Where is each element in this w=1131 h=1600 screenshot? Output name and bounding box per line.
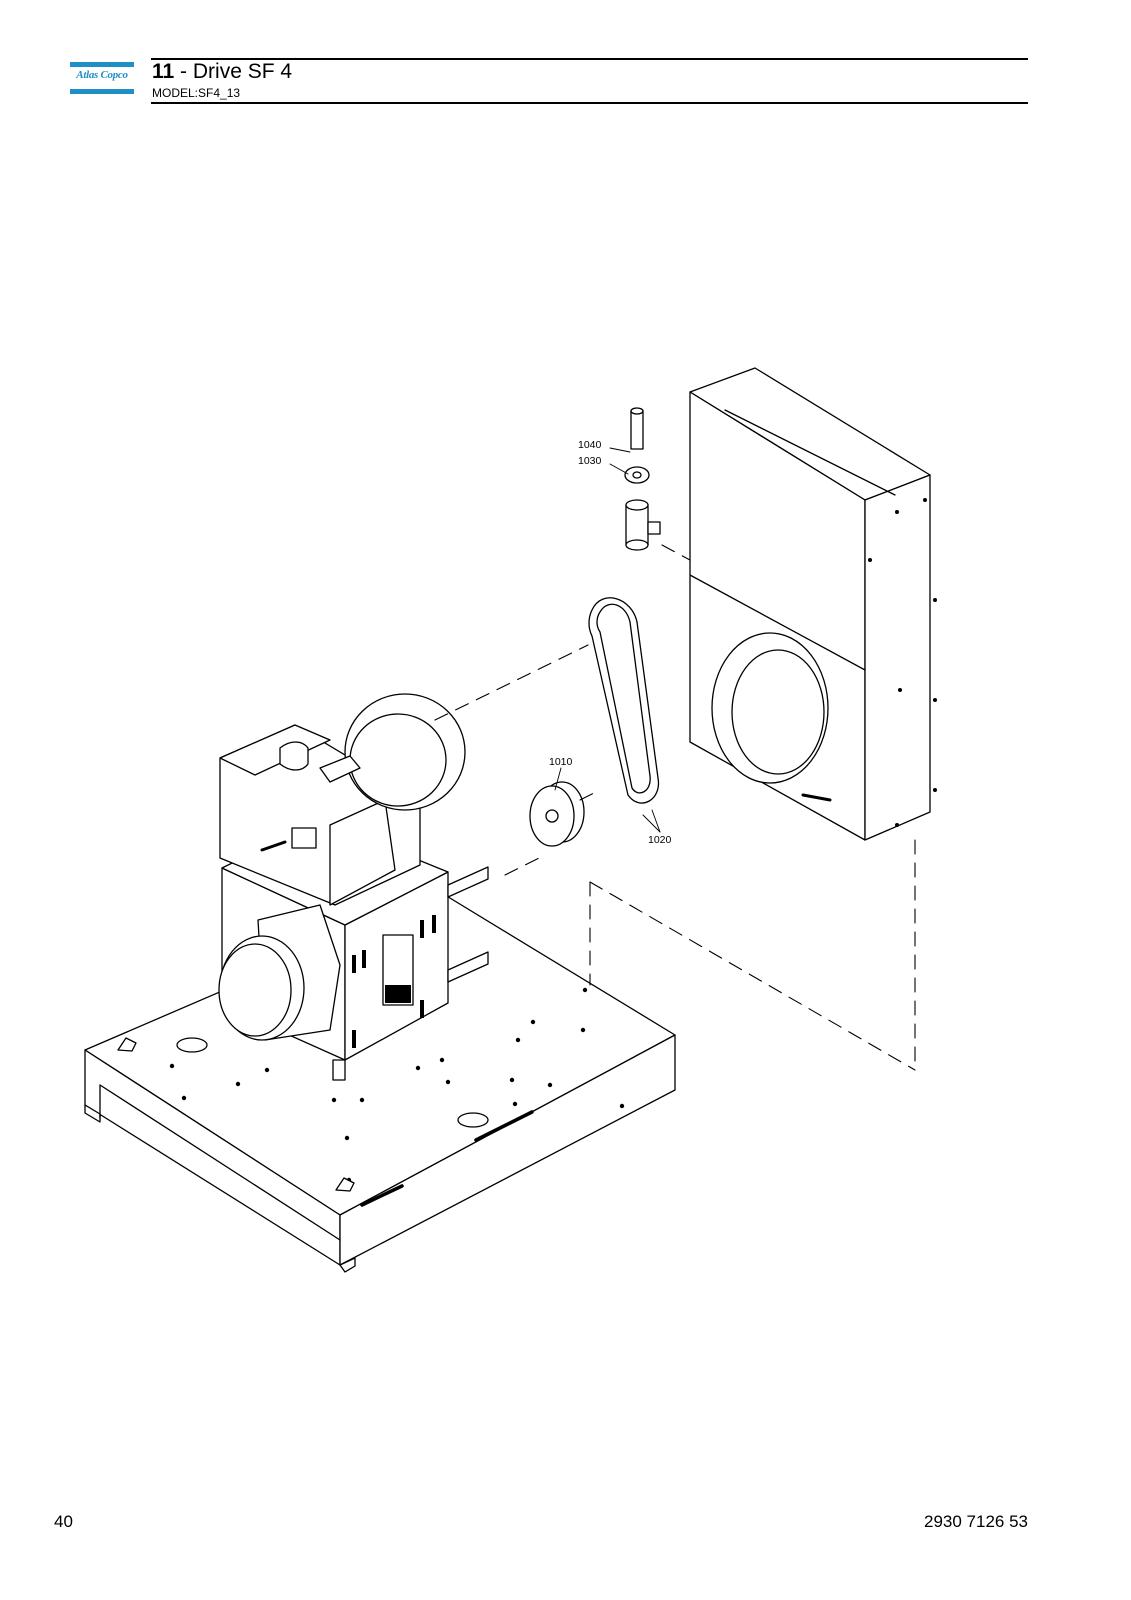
base-slot	[474, 1110, 534, 1142]
base-slot	[360, 1184, 404, 1207]
cooler-fastener-dots	[868, 498, 937, 827]
base-foot-left	[84, 1104, 101, 1123]
assembly-lines	[434, 544, 916, 1071]
support-leg	[332, 1059, 346, 1081]
part-1040-top	[630, 407, 644, 415]
fan-housing-inner	[349, 713, 447, 807]
tee-fitting-body	[625, 504, 649, 546]
tee-fitting-branch	[647, 521, 661, 535]
cooler-label	[801, 793, 832, 802]
drive-pulley	[529, 781, 585, 847]
pulley-bore	[545, 809, 559, 823]
support-side-bracket	[447, 866, 489, 898]
base-front-right-face	[339, 1034, 676, 1266]
v-belt	[588, 597, 660, 804]
callout-1010: 1010	[549, 756, 573, 768]
tee-fitting-bottom	[625, 539, 649, 551]
cooler-enclosure	[689, 367, 937, 841]
page-title: 11 - Drive SF 4	[152, 60, 292, 84]
callout-1020: 1020	[648, 834, 672, 846]
callout-1030: 1030	[578, 455, 602, 467]
logo-bar-bottom	[70, 89, 134, 94]
tee-fitting-top	[625, 499, 649, 511]
compressor-front-cover	[329, 799, 396, 906]
section-number: 11	[152, 60, 175, 83]
base-hole	[457, 1112, 489, 1128]
motor-end-cap	[218, 943, 292, 1037]
document-number: 2930 7126 53	[924, 1512, 1028, 1531]
cooler-panel-divider	[689, 574, 866, 671]
section-title: - Drive SF 4	[174, 60, 293, 83]
compressor-top-face	[219, 724, 331, 776]
support-slots	[352, 915, 436, 1048]
cooler-side	[864, 474, 931, 841]
base-fastener-dots	[120, 987, 625, 1183]
support-side-bracket	[447, 951, 489, 983]
electric-motor	[218, 904, 341, 1041]
compressor-element	[219, 693, 466, 906]
cooler-fan-ring	[731, 649, 825, 775]
header-rule-bottom	[151, 102, 1028, 104]
base-inner-edge	[99, 1084, 341, 1241]
header-rule-top	[151, 58, 1028, 60]
part-1040-valve	[630, 410, 644, 450]
fittings-stack	[624, 407, 661, 551]
base-foot-front	[339, 1257, 356, 1273]
compressor-shaft	[260, 840, 287, 852]
cooler-top-edge	[724, 409, 896, 496]
model-label: MODEL:SF4_13	[152, 86, 241, 100]
base-bracket	[335, 1177, 355, 1192]
base-frame	[84, 894, 676, 1273]
callout-1040: 1040	[578, 439, 602, 451]
compressor-inlet	[279, 741, 309, 771]
part-1030-bore	[632, 471, 642, 479]
base-hole	[176, 1037, 208, 1053]
page-number: 40	[54, 1512, 73, 1531]
atlas-copco-logo: Atlas Copco	[70, 62, 134, 96]
logo-bar-top	[70, 62, 134, 67]
logo-wordmark: Atlas Copco	[76, 69, 128, 81]
belt-inner	[596, 603, 651, 794]
compressor-valve	[319, 755, 361, 783]
compressor-label	[291, 827, 317, 849]
base-bracket	[117, 1037, 137, 1052]
callout-leaders	[554, 447, 661, 833]
